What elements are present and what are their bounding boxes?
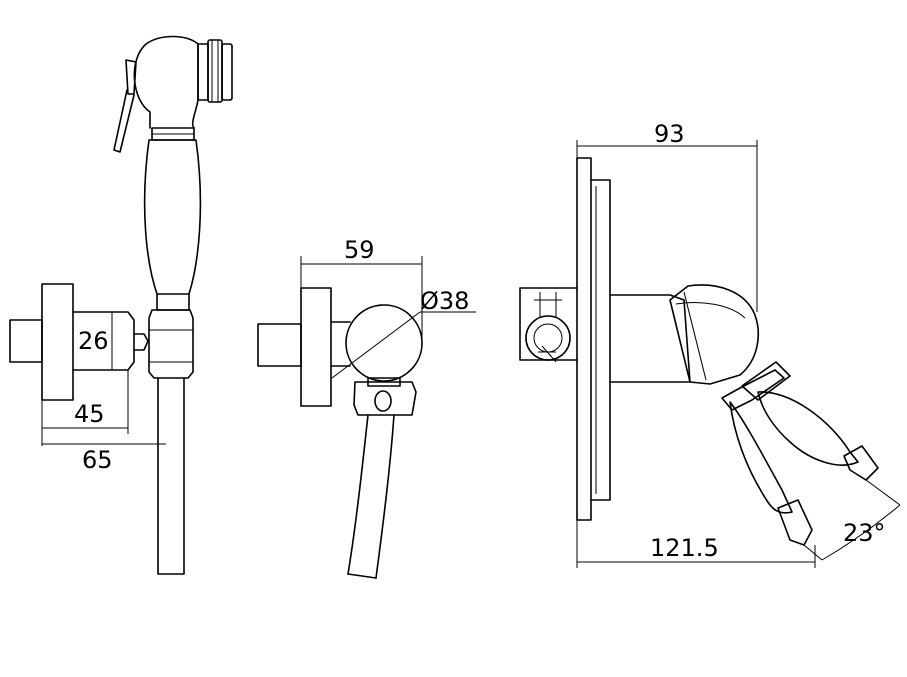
elbow-flange <box>300 287 332 407</box>
spray-nozzle <box>207 39 223 103</box>
handle-collar <box>156 293 190 311</box>
lever-ring <box>741 361 791 401</box>
mixer-holder-ring <box>525 315 571 361</box>
elbow-sphere <box>345 304 423 382</box>
mixer-plate-step <box>590 179 611 501</box>
lever-arm-lower <box>729 401 793 514</box>
dim-93-label: 93 <box>654 120 685 148</box>
elbow-inlet <box>257 323 302 367</box>
dim-diameter-label: Ø38 <box>420 287 469 315</box>
dim-angle-label: 23° <box>843 519 886 547</box>
mixer-body <box>609 294 691 383</box>
sprayer-head <box>133 35 199 129</box>
mixer-dome <box>669 284 760 385</box>
hose-connector <box>148 309 194 379</box>
wall-flange <box>41 283 74 401</box>
mixer-wall-plate <box>576 157 592 521</box>
lever-tip-upper <box>843 445 879 481</box>
holder-tip <box>133 333 149 351</box>
elbow-hose-right <box>375 414 395 579</box>
trigger-lever <box>113 89 135 153</box>
dim-45-label: 45 <box>74 400 105 428</box>
hose <box>157 377 185 575</box>
porcelain-handle <box>143 139 202 295</box>
dim-59-label: 59 <box>344 236 375 264</box>
hand-shower-view: 26 45 65 <box>9 35 233 575</box>
lever-arm-upper <box>757 391 859 466</box>
wall-elbow-view: 59 Ø38 <box>257 236 476 579</box>
inlet-stub <box>9 319 43 363</box>
mixer-view: 93 121.5 23° <box>519 120 901 568</box>
elbow-hose-left <box>347 414 369 575</box>
lever-tip-lower <box>777 499 813 546</box>
trigger-top <box>125 59 137 95</box>
elbow-outlet-nut <box>353 381 417 416</box>
dim-26-label: 26 <box>78 327 109 355</box>
dim-65-label: 65 <box>82 446 113 474</box>
dim-121-5-label: 121.5 <box>650 534 719 562</box>
